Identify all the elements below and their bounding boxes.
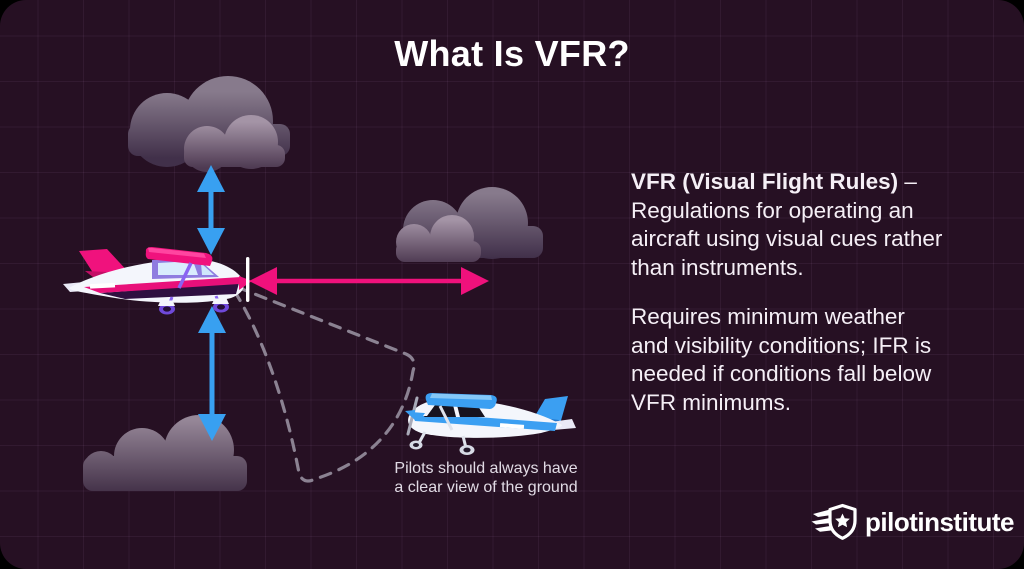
pink-airplane-icon [63,247,252,315]
left-right-arrow-icon [249,267,489,295]
definition-line: aircraft using visual cues rather [631,226,943,251]
cloud-icon-middle [396,187,543,262]
definition-lead-bold: VFR (Visual Flight Rules) [631,169,899,194]
definition-line: Requires minimum weather [631,304,905,329]
up-down-arrow-icon-above [197,165,225,255]
definition-line: than instruments. [631,254,804,280]
ground-view-cone [233,285,416,483]
definition-paragraph-1: VFR (Visual Flight Rules) – Regulations … [631,168,1003,282]
blue-airplane-icon [405,393,576,455]
caption-line: a clear view of the ground [394,479,578,496]
definition-lead-line: VFR (Visual Flight Rules) – [631,168,1003,197]
winged-shield-star-icon [811,503,857,540]
cloud-icon-bottom-left [83,415,247,491]
definition-lead-dash: – [898,169,917,194]
brand-logo: pilotinstitute [810,502,1014,542]
ground-view-caption: Pilots should always have a clear view o… [358,459,614,497]
definition-text: VFR (Visual Flight Rules) – Regulations … [631,168,1003,417]
up-down-arrow-icon-below [198,306,226,441]
page-title: What Is VFR? [394,33,630,74]
definition-line: VFR minimums. [631,389,792,415]
caption-line: Pilots should always have [394,460,578,477]
definition-paragraph-2: Requires minimum weather and visibility … [631,303,1003,417]
definition-line: and visibility conditions; IFR is [631,332,932,358]
definition-line: Regulations for operating an [631,197,914,223]
cloud-icon-top-left [128,76,290,172]
definition-line: needed if conditions fall below [631,361,932,386]
brand-name: pilotinstitute [865,506,1014,537]
